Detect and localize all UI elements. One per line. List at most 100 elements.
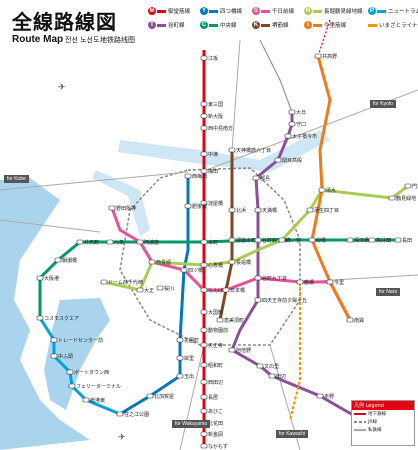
station[interactable]: 長居 bbox=[200, 394, 218, 401]
station[interactable]: 北加賀屋 bbox=[146, 393, 174, 400]
station[interactable]: 岸里 bbox=[176, 355, 194, 362]
station[interactable]: 清水 bbox=[318, 187, 336, 194]
station[interactable]: ポートタウン西 bbox=[66, 369, 109, 376]
station[interactable]: 鶴見緑地 bbox=[388, 195, 416, 202]
station[interactable]: 心斎橋 bbox=[200, 262, 223, 269]
station[interactable]: 天神橋筋六丁目 bbox=[228, 147, 271, 154]
station[interactable]: 肥後橋 bbox=[184, 203, 207, 210]
station[interactable]: 西梅田 bbox=[184, 173, 207, 180]
station[interactable]: 西長堀 bbox=[148, 259, 171, 266]
station-name: 江坂 bbox=[208, 55, 218, 62]
station-name: 都島 bbox=[260, 175, 270, 182]
station[interactable]: 長堀橋 bbox=[228, 259, 251, 266]
station-name: 蒲生四丁目 bbox=[314, 207, 339, 214]
station[interactable]: 森ノ宮 bbox=[278, 237, 301, 244]
station-name: トレードセンター前 bbox=[58, 337, 103, 344]
station[interactable]: 田辺 bbox=[268, 373, 286, 380]
station[interactable]: 昭和町 bbox=[200, 362, 223, 369]
station[interactable]: 東三国 bbox=[200, 101, 223, 108]
station-name: 清水 bbox=[326, 187, 336, 194]
station[interactable]: 南港東 bbox=[82, 397, 105, 404]
station[interactable]: 四ツ橋 bbox=[180, 267, 203, 274]
station-marker bbox=[176, 337, 184, 343]
station-name: 四ツ橋 bbox=[188, 267, 203, 274]
station[interactable]: 中ふ頭 bbox=[50, 353, 73, 360]
station[interactable]: 朝潮橋 bbox=[54, 257, 77, 264]
station[interactable]: 門真南 bbox=[404, 183, 418, 190]
station-name: 鶴見緑地 bbox=[396, 195, 416, 202]
station[interactable]: 桜川 bbox=[156, 285, 174, 292]
station[interactable]: コスモスクエア bbox=[36, 315, 79, 322]
map-legend-row: 地下鉄線 bbox=[352, 410, 414, 418]
station[interactable]: なんば bbox=[200, 287, 223, 294]
station[interactable]: 関目高殿 bbox=[274, 157, 302, 164]
station[interactable]: 太子橋今市 bbox=[284, 133, 317, 140]
station-marker bbox=[200, 327, 208, 333]
station[interactable]: 井高野 bbox=[314, 53, 337, 60]
direction-kawachi: for Kawachi bbox=[276, 430, 309, 438]
station[interactable]: 長田 bbox=[394, 237, 412, 244]
line-northeast bbox=[317, 19, 331, 57]
station[interactable]: 動物園前 bbox=[200, 327, 228, 334]
station-name: 花園町 bbox=[184, 337, 199, 344]
station[interactable]: 谷町四丁目 bbox=[254, 237, 287, 244]
station[interactable]: 恵美須町 bbox=[216, 317, 244, 324]
station[interactable]: 高井田 bbox=[368, 237, 391, 244]
station-name: 南港東 bbox=[90, 397, 105, 404]
station[interactable]: 梅田 bbox=[200, 168, 218, 175]
station[interactable]: 九条 bbox=[106, 239, 124, 246]
station-marker bbox=[50, 337, 58, 343]
station[interactable]: 谷町九丁目 bbox=[254, 275, 287, 282]
station[interactable]: 守口 bbox=[288, 121, 306, 128]
station[interactable]: 新大阪 bbox=[200, 113, 223, 120]
station[interactable]: 玉出 bbox=[176, 373, 194, 380]
station[interactable]: 住之江公園 bbox=[116, 411, 149, 418]
station[interactable]: 堺筋本町 bbox=[228, 237, 256, 244]
station-name: 新金岡 bbox=[208, 431, 223, 438]
station[interactable]: あびこ bbox=[200, 408, 223, 415]
station[interactable]: 江坂 bbox=[200, 55, 218, 62]
station[interactable]: 都島 bbox=[252, 175, 270, 182]
station[interactable]: 西田辺 bbox=[200, 379, 223, 386]
station[interactable]: 四天王寺前夕陽ヶ丘 bbox=[254, 297, 307, 304]
station-name: 岸里 bbox=[184, 355, 194, 362]
station[interactable]: 野田阪神 bbox=[108, 205, 136, 212]
station[interactable]: 花園町 bbox=[176, 337, 199, 344]
line-nagahori bbox=[103, 184, 409, 292]
station[interactable]: なかもず bbox=[200, 443, 228, 450]
station[interactable]: 新金岡 bbox=[200, 431, 223, 438]
station-marker bbox=[200, 239, 208, 245]
station[interactable]: 天満橋 bbox=[254, 207, 277, 214]
station[interactable]: 蒲生四丁目 bbox=[306, 207, 339, 214]
station[interactable]: 平野 bbox=[316, 393, 334, 400]
station[interactable]: 深江橋 bbox=[346, 237, 369, 244]
station[interactable]: 阿倍野 bbox=[228, 347, 251, 354]
station[interactable]: 西中島南方 bbox=[200, 125, 233, 132]
station[interactable]: ドーム前千代崎 bbox=[100, 279, 143, 286]
station-marker bbox=[288, 109, 296, 115]
station[interactable]: 天王寺 bbox=[200, 342, 223, 349]
station[interactable]: 淀屋橋 bbox=[200, 200, 223, 207]
station[interactable]: 北浜 bbox=[228, 207, 246, 214]
station[interactable]: 緑橋 bbox=[308, 237, 326, 244]
station-name: 西中島南方 bbox=[208, 125, 233, 132]
station[interactable]: 日本橋 bbox=[222, 287, 245, 294]
station[interactable]: 南巽 bbox=[346, 317, 364, 324]
station[interactable]: 大日 bbox=[288, 109, 306, 116]
station[interactable]: 弁天町 bbox=[76, 239, 99, 246]
station[interactable]: フェリーターミナル bbox=[68, 383, 121, 390]
station[interactable]: 大正 bbox=[136, 287, 154, 294]
line-sakaisuji bbox=[218, 150, 234, 321]
station[interactable]: 本町 bbox=[200, 239, 218, 246]
station[interactable]: 大国町 bbox=[200, 309, 223, 316]
station[interactable]: 中津 bbox=[200, 151, 218, 158]
station[interactable]: 大阪港 bbox=[36, 275, 59, 282]
station[interactable]: 今里 bbox=[326, 279, 344, 286]
station[interactable]: 鶴橋 bbox=[296, 279, 314, 286]
station[interactable]: 阿波座 bbox=[136, 239, 159, 246]
station[interactable]: 文の里 bbox=[256, 363, 279, 370]
station[interactable]: トレードセンター前 bbox=[50, 337, 103, 344]
